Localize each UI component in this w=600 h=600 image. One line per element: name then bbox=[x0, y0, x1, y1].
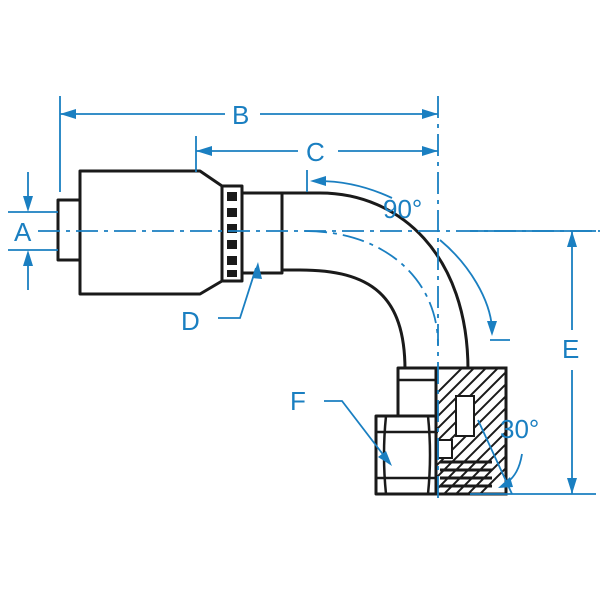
label-flare-angle: 30° bbox=[500, 414, 539, 444]
label-a: A bbox=[14, 217, 32, 247]
dimension-lines bbox=[8, 96, 600, 500]
label-d: D bbox=[181, 306, 200, 336]
label-c: C bbox=[306, 137, 325, 167]
dimension-labels: B C A 90° D E F 30° bbox=[14, 100, 579, 444]
hose-stub bbox=[56, 198, 82, 262]
label-b: B bbox=[232, 100, 249, 130]
label-f: F bbox=[290, 386, 306, 416]
bent-tube bbox=[280, 191, 470, 372]
label-e: E bbox=[562, 334, 579, 364]
bend-centerline bbox=[304, 230, 439, 346]
label-bend-angle: 90° bbox=[383, 194, 422, 224]
hose-fitting bbox=[56, 169, 508, 496]
section-hatch bbox=[436, 368, 506, 494]
knurl-marks bbox=[227, 192, 237, 277]
ferrule bbox=[78, 169, 224, 296]
insert-neck bbox=[240, 191, 284, 275]
